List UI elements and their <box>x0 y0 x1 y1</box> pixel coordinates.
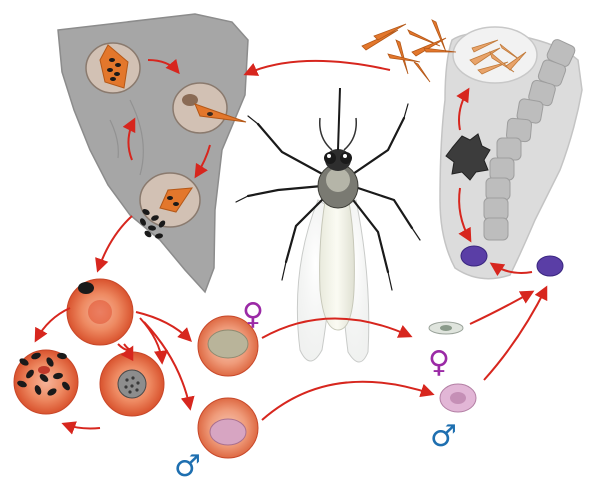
rbc-merozoite-entry <box>66 278 134 346</box>
liver-lobe <box>57 13 249 294</box>
svg-text:♂: ♂ <box>430 419 457 454</box>
midgut-epithelium <box>483 39 576 241</box>
liver-arrows <box>122 58 211 179</box>
ookinetes <box>460 245 564 277</box>
blood-stage-arrows <box>34 215 548 435</box>
released-merozoites <box>139 208 166 239</box>
liver <box>57 13 249 294</box>
female-symbol-upper: ♀ <box>242 297 264 332</box>
hepatocyte-sporozoite <box>172 82 247 134</box>
free-sporozoites <box>361 19 457 83</box>
liver-fold-line <box>109 119 119 159</box>
salivary-gland <box>452 26 538 84</box>
liver-fold-line <box>129 99 144 176</box>
macrogamete <box>439 383 477 413</box>
microgamete <box>428 321 464 335</box>
abdomen <box>319 195 355 331</box>
mosquito-midgut <box>439 26 583 280</box>
rbc-schizont <box>99 351 165 417</box>
oocyst <box>445 133 491 181</box>
legs <box>246 116 414 274</box>
male-symbol-right: ♂ <box>430 419 457 454</box>
female-symbol-lower: ♀ <box>428 345 450 380</box>
proboscis <box>337 87 341 151</box>
svg-text:♀: ♀ <box>428 345 450 380</box>
rbc-female-gametocyte <box>197 315 259 377</box>
svg-text:♀: ♀ <box>242 297 264 332</box>
mosquito <box>235 87 421 363</box>
hepatocyte-schizont-1 <box>85 42 141 94</box>
rbc-rupturing-merozoites <box>13 349 79 415</box>
male-symbol-left: ♂ <box>174 449 201 484</box>
hepatocyte-rupturing <box>139 172 201 228</box>
salivary-sporozoites <box>469 39 527 75</box>
svg-text:♂: ♂ <box>174 449 201 484</box>
gut-arrows <box>243 59 533 277</box>
rbc-male-gametocyte <box>197 397 259 459</box>
